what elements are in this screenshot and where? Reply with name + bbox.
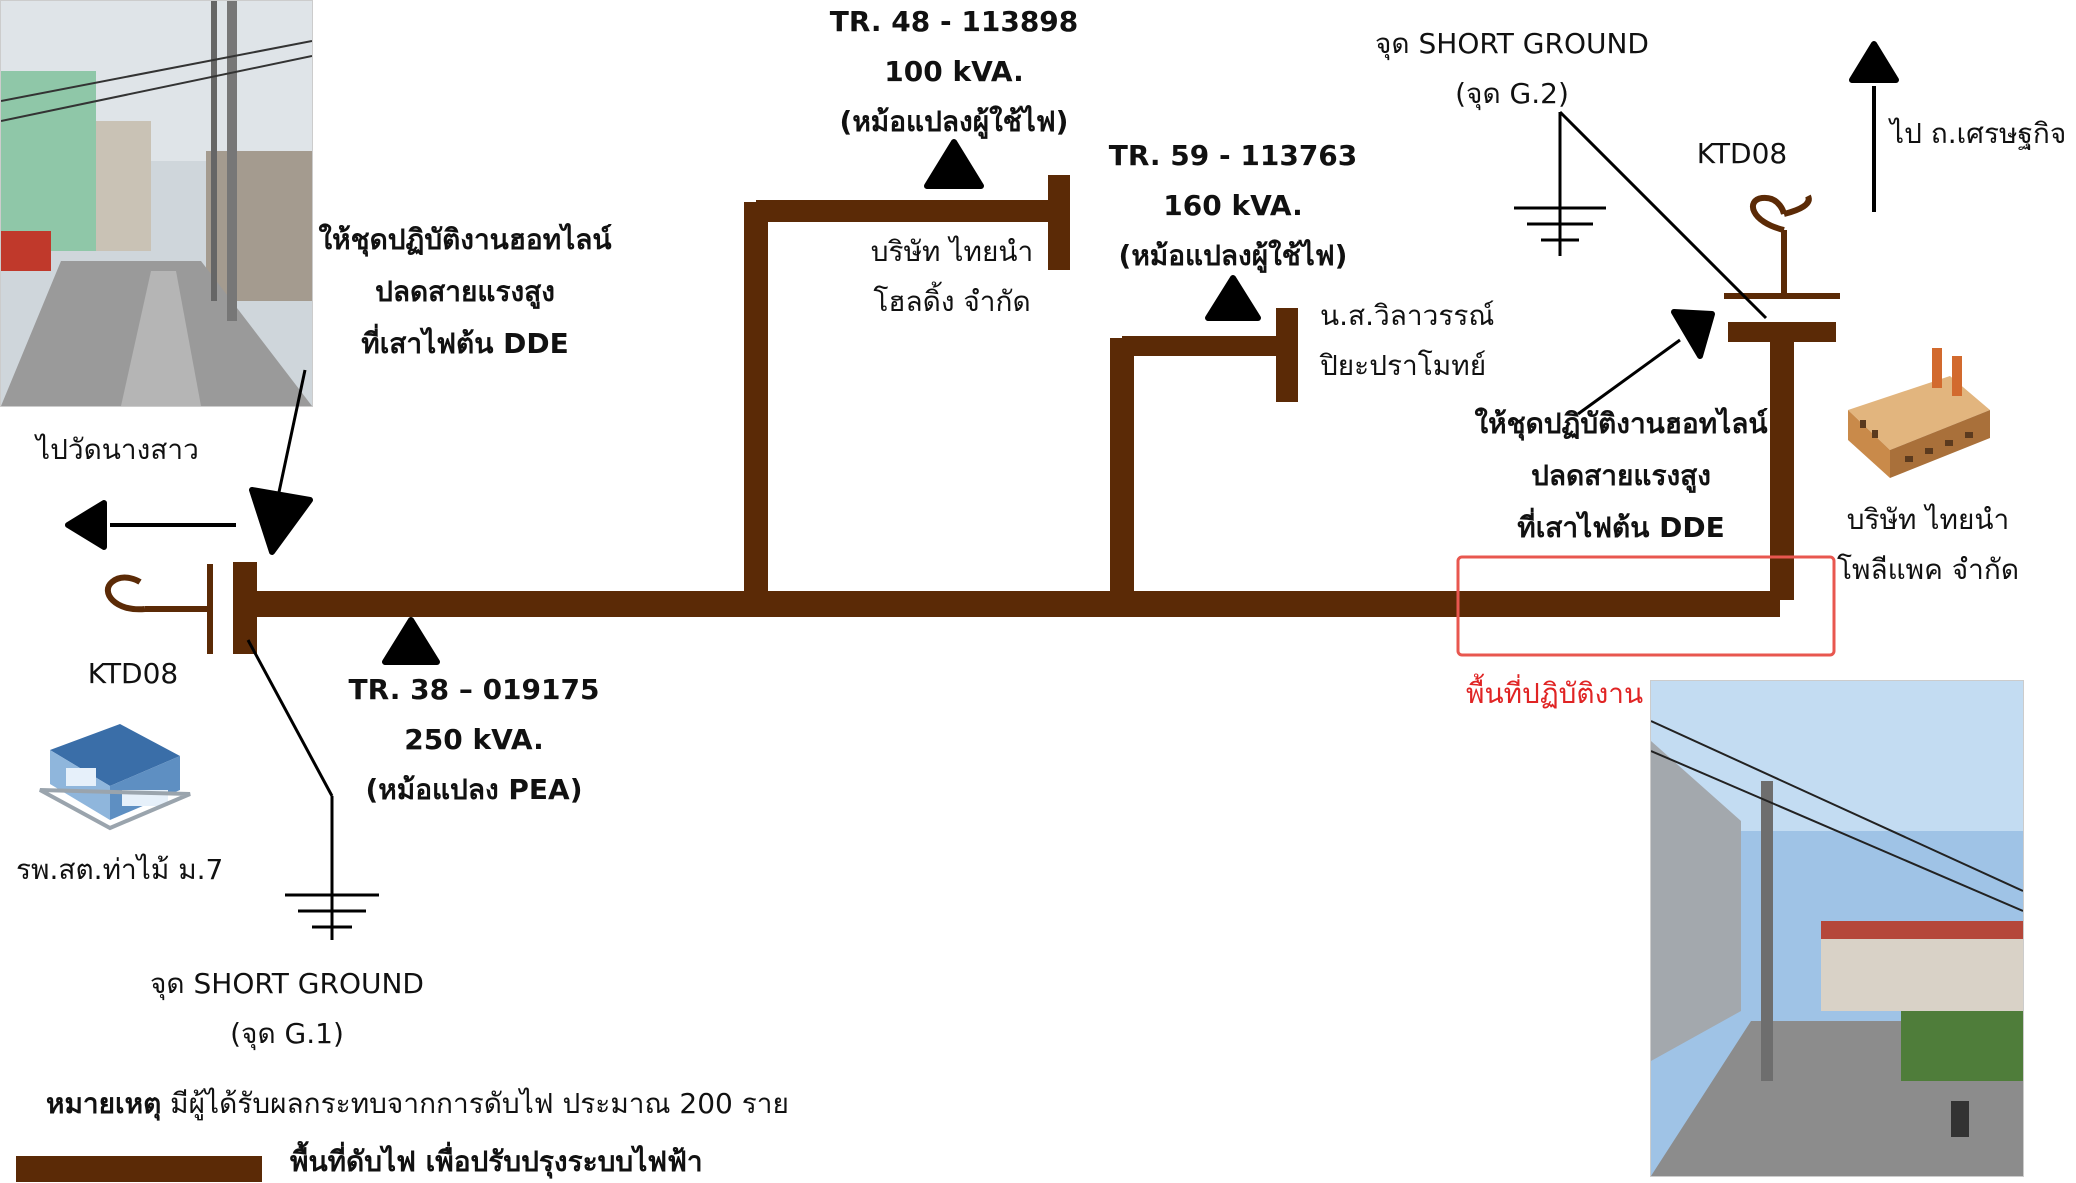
street-photo-bottom-right (1650, 680, 2024, 1177)
tr59-rating: 160 kVA. (1163, 189, 1303, 222)
short-ground-g1-title: จุด SHORT GROUND (150, 967, 424, 1000)
left-pole-bar (233, 562, 257, 654)
tr59-type: (หม้อแปลงผู้ใช้ไฟ) (1118, 239, 1348, 272)
transformer-icon-tr48 (924, 139, 984, 189)
riser-right-pole (1770, 340, 1794, 600)
tr59-id: TR. 59 - 113763 (1108, 139, 1358, 172)
short-ground-g2-title: จุด SHORT GROUND (1375, 27, 1649, 60)
transformer-icon-tr59 (1205, 275, 1261, 321)
left-switch-symbol (104, 564, 213, 654)
legend-swatch (16, 1156, 262, 1182)
street-photo-top-left (0, 0, 313, 407)
transformer-icon-tr38 (382, 617, 440, 665)
note-text: มีผู้ได้รับผลกระทบจากการดับไฟ ประมาณ 200… (161, 1087, 789, 1120)
right-pole-bar (1728, 322, 1836, 342)
branch-top-tr59 (1122, 336, 1276, 356)
branch-end-tr48 (1048, 175, 1070, 270)
note-prefix: หมายเหตุ (46, 1087, 162, 1120)
note: หมายเหตุ มีผู้ได้รับผลกระทบจากการดับไฟ ป… (46, 1082, 789, 1126)
direction-right-label: ไป ถ.เศรษฐกิจ (1890, 117, 2067, 150)
facility-label: รพ.สต.ท่าไม้ ม.7 (16, 853, 224, 886)
branch-top-tr48 (756, 200, 1070, 222)
tr48-rating: 100 kVA. (884, 55, 1024, 88)
customer-1-line1: บริษัท ไทยนำ (870, 235, 1034, 268)
instruction-right-line1: ให้ชุดปฏิบัติงานฮอทไลน์ (1474, 407, 1768, 440)
tr38-rating: 250 kVA. (404, 723, 544, 756)
instruction-left-line1: ให้ชุดปฏิบัติงานฮอทไลน์ (318, 223, 612, 256)
direction-left-label: ไปวัดนางสาว (36, 433, 199, 466)
short-ground-g2-symbol (1514, 110, 1768, 320)
short-ground-g2-code: (จุด G.2) (1455, 77, 1569, 110)
short-ground-g1-code: (จุด G.1) (230, 1017, 344, 1050)
right-switch-symbol (1724, 194, 1840, 299)
legend-label: พื้นที่ดับไฟ เพื่อปรับปรุงระบบไฟฟ้า (290, 1145, 703, 1178)
customer-3-line2: โพลีแพค จำกัด (1836, 553, 2020, 586)
customer-2-line1: น.ส.วิลาวรรณ์ (1320, 299, 1495, 332)
tr48-id: TR. 48 - 113898 (829, 5, 1079, 38)
customer-3-line1: บริษัท ไทยนำ (1846, 503, 2010, 536)
branch-riser-tr59 (1110, 338, 1134, 600)
factory-icon (1848, 348, 1990, 478)
switch-left-label: KTD08 (87, 657, 179, 690)
work-area-box (1456, 555, 1836, 657)
instruction-arrows (249, 309, 1715, 555)
transformer-symbols (382, 139, 1261, 665)
main-feeder-line (243, 591, 1780, 617)
branch-riser-tr48 (744, 202, 768, 600)
instruction-left-line2: ปลดสายแรงสูง (375, 275, 555, 308)
instruction-right-line2: ปลดสายแรงสูง (1531, 459, 1711, 492)
short-ground-g1-symbol (246, 639, 379, 940)
outage-feeder-lines (16, 175, 1836, 1182)
tr48-type: (หม้อแปลงผู้ใช้ไฟ) (839, 105, 1069, 138)
hospital-icon (39, 724, 191, 831)
customer-1-line2: โฮลดิ้ง จำกัด (873, 285, 1031, 318)
switch-right-label: KTD08 (1696, 137, 1788, 170)
direction-arrows (65, 41, 1899, 550)
tr38-type: (หม้อแปลง PEA) (365, 773, 583, 806)
instruction-left-line3: ที่เสาไฟต้น DDE (361, 327, 569, 360)
customer-2-line2: ปิยะปราโมทย์ (1320, 349, 1487, 382)
branch-end-tr59 (1276, 308, 1298, 402)
tr38-id: TR. 38 – 019175 (348, 673, 600, 706)
work-area-label: พื้นที่ปฏิบัติงาน (1466, 677, 1644, 710)
instruction-right-line3: ที่เสาไฟต้น DDE (1517, 511, 1725, 544)
